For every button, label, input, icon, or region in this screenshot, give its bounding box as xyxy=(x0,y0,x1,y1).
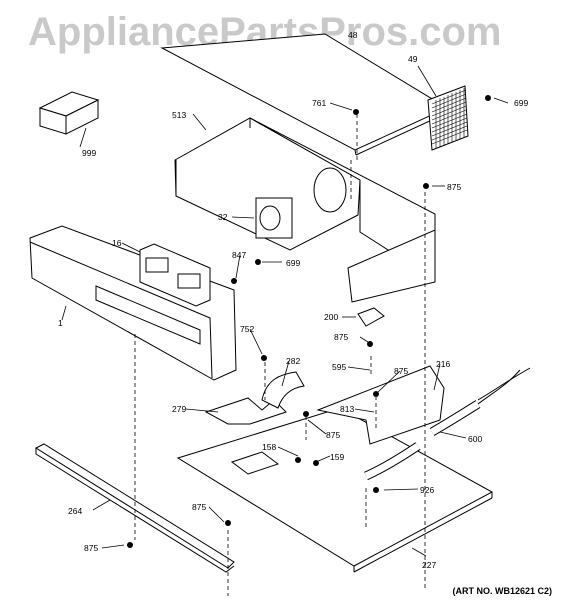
callout-875: 875 xyxy=(394,366,408,376)
cooling-fan-motor xyxy=(255,197,293,239)
parts-box xyxy=(38,91,100,135)
callout-49: 49 xyxy=(408,54,418,64)
duct-cover xyxy=(316,365,445,445)
callout-761: 761 xyxy=(312,98,326,108)
top-panel xyxy=(160,33,449,156)
callout-600: 600 xyxy=(468,434,482,444)
bottom-plate xyxy=(176,407,494,573)
part-200 xyxy=(357,307,385,327)
callout-282: 282 xyxy=(286,356,300,366)
callout-999: 999 xyxy=(82,148,96,158)
leader-lines xyxy=(61,65,509,557)
callout-513: 513 xyxy=(172,110,186,120)
callout-216: 216 xyxy=(436,359,450,369)
callout-16: 16 xyxy=(112,238,122,248)
control-panel xyxy=(29,225,237,381)
callout-926: 926 xyxy=(420,485,434,495)
callout-813: 813 xyxy=(340,404,354,414)
air-duct xyxy=(204,371,305,425)
callout-875: 875 xyxy=(447,182,461,192)
callout-595: 595 xyxy=(332,362,346,372)
callout-227: 227 xyxy=(422,560,436,570)
oven-wrapper xyxy=(174,117,436,303)
callout-699: 699 xyxy=(514,98,528,108)
callout-699: 699 xyxy=(286,258,300,268)
callout-875: 875 xyxy=(334,332,348,342)
flex-conduit xyxy=(364,367,531,481)
guide-lines xyxy=(134,114,426,596)
callout-1: 1 xyxy=(58,318,63,328)
callout-264: 264 xyxy=(68,506,82,516)
callout-875: 875 xyxy=(326,430,340,440)
callout-158: 158 xyxy=(262,442,276,452)
art-number: (ART NO. WB12621 C2) xyxy=(452,586,552,596)
callout-48: 48 xyxy=(348,30,358,40)
callout-labels: 48 49 699 761 999 513 875 32 16 847 699 … xyxy=(58,30,528,570)
callout-847: 847 xyxy=(232,250,246,260)
callout-875: 875 xyxy=(192,502,206,512)
callout-752: 752 xyxy=(240,324,254,334)
screws xyxy=(127,95,491,548)
control-board xyxy=(139,243,211,307)
callout-200: 200 xyxy=(324,312,338,322)
callout-279: 279 xyxy=(172,404,186,414)
callout-159: 159 xyxy=(330,452,344,462)
vent-grille xyxy=(427,85,469,151)
callout-32: 32 xyxy=(218,212,228,222)
callout-875: 875 xyxy=(84,543,98,553)
